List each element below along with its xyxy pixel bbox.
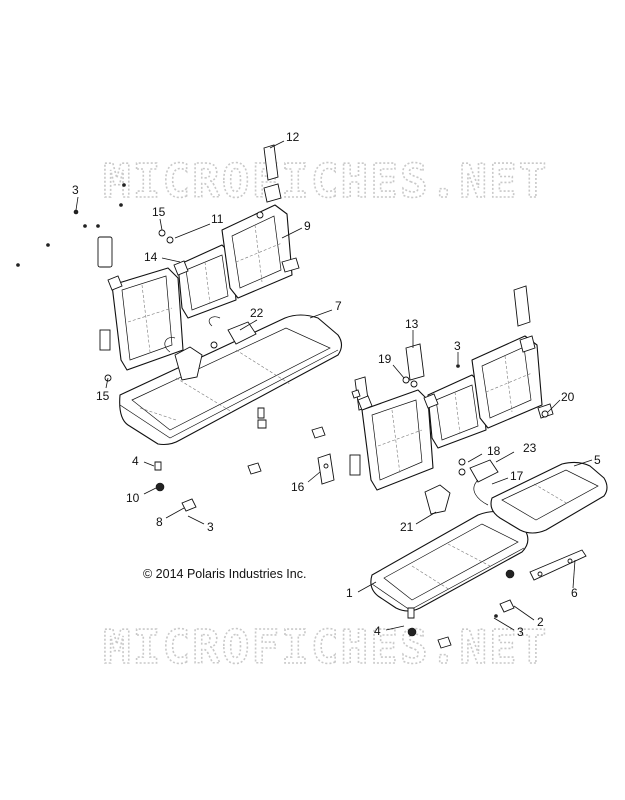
callout-11: 11 [211,212,224,226]
callout-4: 4 [374,624,381,638]
callout-20: 20 [561,390,575,404]
callout-3: 3 [72,183,79,197]
callout-3: 3 [207,520,214,534]
callout-3: 3 [454,339,461,353]
callout-3: 3 [517,625,524,639]
callout-18: 18 [487,444,501,458]
callout-6: 6 [571,586,578,600]
callout-14: 14 [144,250,158,264]
callout-7: 7 [335,299,342,313]
rear-seatbelt-buckles [424,458,499,515]
callout-19: 19 [378,352,392,366]
callout-8: 8 [156,515,163,529]
front-seat-cushion [119,314,343,446]
callout-12: 12 [286,130,300,144]
rear-seat-cushion-side [490,461,608,534]
callout-1: 1 [346,586,353,600]
rear-seat-cushion-main [370,510,529,612]
front-seatbelt-buckles [164,316,257,381]
callout-5: 5 [594,453,601,467]
callout-9: 9 [304,219,311,233]
rear-seat-backrest-center [423,374,487,449]
rear-seat-backrest-right [471,285,554,429]
rear-hardware [351,343,549,649]
callouts: 12 3 15 11 9 14 7 22 15 13 3 19 20 4 10 … [72,130,601,639]
leader-lines [75,140,593,631]
seat-bracket-16 [317,453,335,485]
callout-17: 17 [510,469,524,483]
callout-10: 10 [126,491,140,505]
copyright-notice: © 2014 Polaris Industries Inc. [143,567,306,581]
callout-15: 15 [152,205,166,219]
seat-mount-6 [529,549,587,581]
callout-15: 15 [96,389,110,403]
front-seat-backrest-left [97,236,184,371]
callout-13: 13 [405,317,419,331]
callout-16: 16 [291,480,305,494]
callout-21: 21 [400,520,414,534]
callout-4: 4 [132,454,139,468]
front-seat-backrest-right [221,144,300,299]
callout-23: 23 [523,441,537,455]
front-seat-backrest-center [173,244,237,319]
watermark-bottom: MICROFICHES.NET [103,620,548,674]
rear-seat-backrest-left [349,376,434,491]
front-hardware [16,183,326,512]
callout-22: 22 [250,306,264,320]
watermark-top: MICROFICHES.NET [103,154,548,208]
callout-2: 2 [537,615,544,629]
